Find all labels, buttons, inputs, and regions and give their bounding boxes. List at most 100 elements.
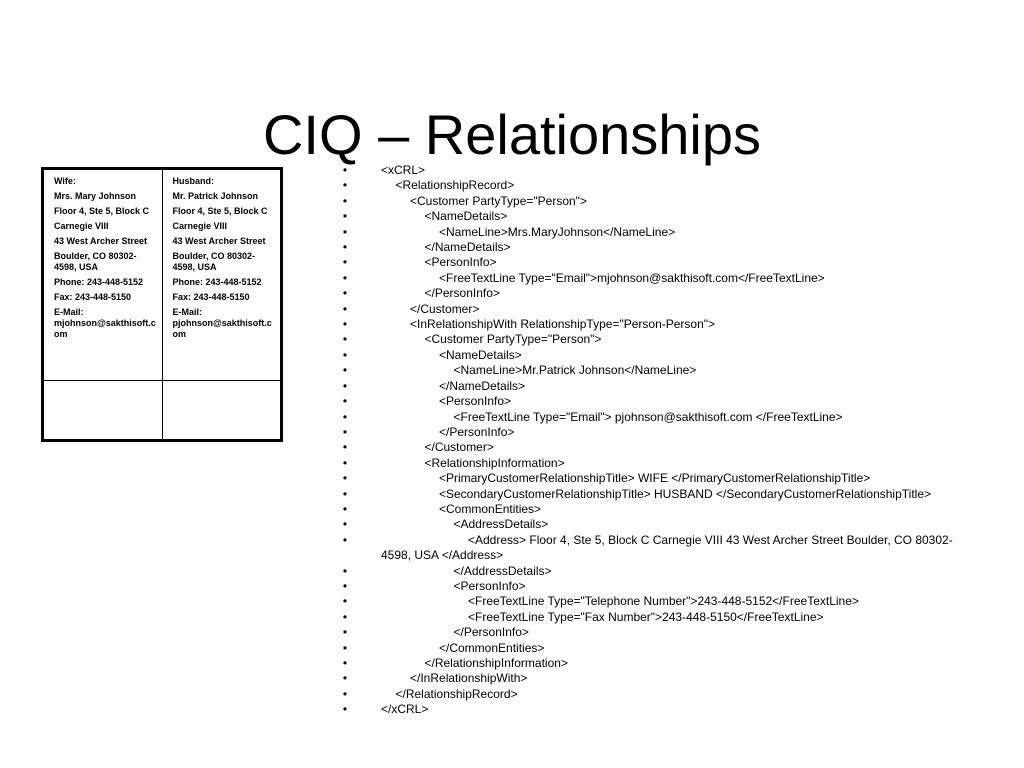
code-line: •<NameLine>Mrs.MaryJohnson</NameLine> [340, 225, 980, 240]
code-line: • <PersonInfo> [340, 579, 980, 594]
code-line: •<InRelationshipWith RelationshipType="P… [340, 317, 980, 332]
bullet-icon: • [342, 301, 348, 316]
code-line: • <FreeTextLine Type="Email"> pjohnson@sa… [340, 410, 980, 425]
husband-address-line-3: 43 West Archer Street [172, 236, 266, 246]
husband-phone: Phone: 243-448-5152 [172, 277, 262, 287]
code-line: •<Address> Floor 4, Ste 5, Block C Carne… [340, 533, 980, 564]
code-text: <PersonInfo> [424, 255, 497, 270]
slide-title: CIQ – Relationships [262, 102, 761, 166]
code-line: • </NameDetails> [340, 240, 980, 255]
code-text: <FreeTextLine Type="Email"> pjohnson@sak… [453, 409, 843, 424]
code-line: • <PersonInfo> [340, 255, 980, 270]
bullet-icon: • [342, 163, 348, 177]
wife-fax: Fax: 243-448-5150 [54, 292, 132, 302]
bullet-icon: • [342, 409, 348, 424]
bullet-icon: • [342, 532, 348, 547]
code-text: <FreeTextLine Type="Fax Number">243-448-… [468, 609, 824, 624]
bullet-icon: • [342, 609, 348, 624]
husband-email: E-Mail: pjohnson@sakthisoft.com [172, 307, 272, 339]
bullet-icon: • [342, 193, 348, 208]
bullet-icon: • [342, 455, 348, 470]
code-text: </Customer> [424, 440, 494, 455]
bullet-icon: • [342, 594, 348, 609]
bullet-icon: • [342, 578, 348, 593]
code-line: • <FreeTextLine Type="Email">mjohnson@sak… [340, 271, 980, 286]
bullet-icon: • [342, 501, 348, 516]
code-line: • <PrimaryCustomerRelationshipTitle> WIFE… [340, 471, 980, 486]
code-text: </PersonInfo> [439, 424, 515, 439]
bullet-icon: • [342, 378, 348, 393]
bullet-icon: • [342, 471, 348, 486]
code-text: </NameDetails> [424, 240, 511, 255]
bullet-icon: • [342, 332, 348, 347]
code-text: </PersonInfo> [453, 625, 529, 640]
code-text: <NameLine>Mr.Patrick Johnson</NameLine> [453, 363, 697, 378]
code-text: <CommonEntities> [439, 501, 542, 516]
husband-name: Mr. Patrick Johnson [172, 191, 259, 201]
bullet-icon: • [342, 240, 348, 255]
husband-fax: Fax: 243-448-5150 [172, 292, 250, 302]
code-text: <FreeTextLine Type="Email">mjohnson@sakt… [439, 270, 825, 285]
code-line: •</NameDetails> [340, 379, 980, 394]
code-line: • <NameDetails> [340, 348, 980, 363]
bullet-icon: • [342, 440, 348, 455]
code-text: <AddressDetails> [453, 517, 549, 532]
code-line: •</PersonInfo> [340, 286, 980, 301]
husband-cell: Husband: Mr. Patrick Johnson Floor 4, St… [161, 168, 282, 381]
code-text: </AddressDetails> [453, 563, 552, 578]
code-text: </InRelationshipWith> [410, 671, 528, 686]
bullet-icon: • [342, 625, 348, 640]
bullet-icon: • [342, 363, 348, 378]
code-text: </RelationshipInformation> [424, 656, 568, 670]
code-line: •</PersonInfo> [340, 425, 980, 440]
husband-address-line-2: Carnegie VIII [172, 221, 228, 231]
bullet-icon: • [342, 178, 348, 193]
bullet-icon: • [342, 286, 348, 301]
code-line: •<PersonInfo> [340, 394, 980, 409]
code-text: <SecondaryCustomerRelationshipTitle> HUS… [439, 486, 932, 501]
bullet-icon: • [342, 270, 348, 285]
code-text: <PersonInfo> [439, 394, 512, 409]
wife-address-line-1: Floor 4, Ste 5, Block C [54, 206, 150, 216]
contact-table: Wife: Mrs. Mary Johnson Floor 4, Ste 5, … [41, 167, 283, 442]
bullet-icon: • [342, 209, 348, 224]
bullet-icon: • [342, 671, 348, 686]
code-line: •<AddressDetails> [340, 517, 980, 532]
code-line: • <NameLine>Mr.Patrick Johnson</NameLine> [340, 363, 980, 378]
code-text: <RelationshipRecord> [395, 178, 515, 193]
bullet-icon: • [342, 702, 348, 717]
bullet-icon: • [342, 640, 348, 655]
code-text: <xCRL> [381, 163, 426, 177]
code-text: <Customer PartyType="Person"> [424, 332, 602, 347]
wife-email: E-Mail: mjohnson@sakthisoft.com [54, 307, 156, 339]
code-text: <PersonInfo> [453, 578, 526, 593]
wife-name: Mrs. Mary Johnson [54, 191, 137, 201]
code-line: • </Customer> [340, 302, 980, 317]
code-line: • <xCRL> [340, 163, 980, 178]
bullet-icon: • [342, 347, 348, 362]
wife-cell: Wife: Mrs. Mary Johnson Floor 4, Ste 5, … [42, 168, 163, 381]
code-line: • <Customer PartyType="Person"> [340, 332, 980, 347]
wife-address-line-2: Carnegie VIII [54, 221, 109, 231]
code-line: • </PersonInfo> [340, 625, 980, 640]
code-text: </CommonEntities> [439, 640, 545, 655]
wife-phone: Phone: 243-448-5152 [54, 277, 144, 287]
code-line: • <SecondaryCustomerRelationshipTitle> HU… [340, 487, 980, 502]
contact-table-empty-row [42, 380, 282, 441]
code-text: <InRelationshipWith RelationshipType="Pe… [410, 317, 716, 332]
wife-header: Wife: [54, 176, 76, 186]
code-text: </Customer> [410, 301, 480, 316]
code-text: <Customer PartyType="Person"> [410, 193, 587, 208]
code-text: </RelationshipRecord> [395, 686, 518, 701]
bullet-icon: • [342, 486, 348, 501]
husband-header: Husband: [172, 176, 215, 186]
code-text: <NameDetails> [439, 347, 522, 362]
bullet-icon: • [342, 255, 348, 270]
code-text: <PrimaryCustomerRelationshipTitle> WIFE … [439, 471, 871, 486]
code-line: • </RelationshipInformation> [340, 656, 980, 671]
bullet-icon: • [342, 656, 348, 670]
husband-address-line-4: Boulder, CO 80302-4598, USA [172, 251, 256, 272]
husband-address-line-1: Floor 4, Ste 5, Block C [172, 206, 268, 216]
bullet-icon: • [342, 686, 348, 701]
code-line: •<NameDetails> [340, 209, 980, 224]
